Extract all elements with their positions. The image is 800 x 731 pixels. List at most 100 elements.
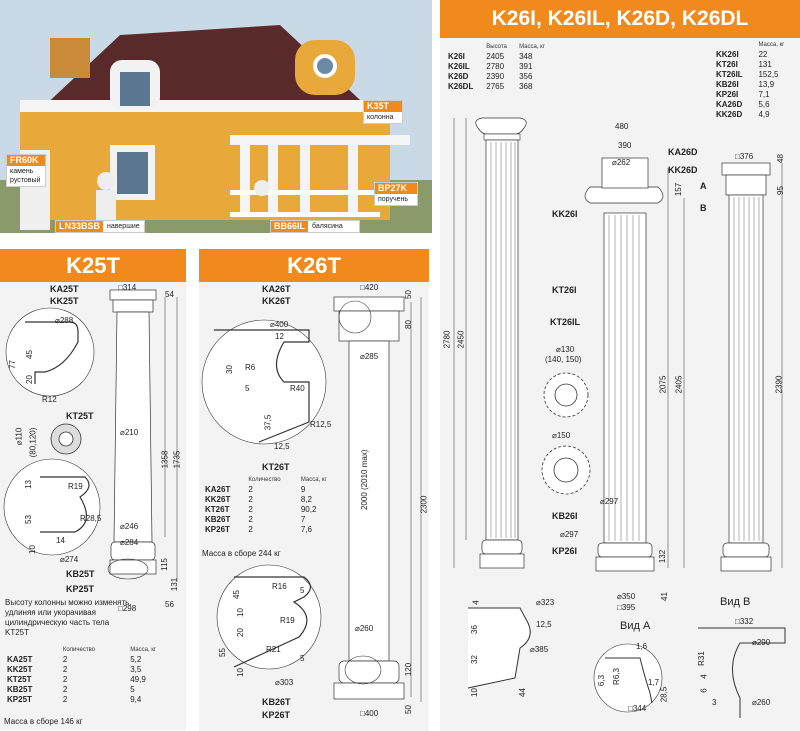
k26i-dim: 32 bbox=[469, 655, 479, 664]
k26i-dim: 2780 bbox=[442, 330, 452, 349]
k25t-dim: ⌀274 bbox=[60, 555, 79, 564]
k26i-dim: ⌀323 bbox=[536, 598, 555, 607]
k26i-dim: 2405 bbox=[674, 375, 684, 394]
k26i-label-view-b: Вид В bbox=[720, 596, 751, 608]
k26t-dim: 12,5 bbox=[274, 442, 290, 451]
k25t-dim: ⌀210 bbox=[120, 428, 139, 437]
k26t-dim: 5 bbox=[245, 384, 250, 393]
k26i-dim: 95 bbox=[775, 186, 785, 195]
k26i-dim: 132 bbox=[658, 549, 668, 564]
k25t-dim: 53 bbox=[23, 515, 33, 524]
k25t-dim: 10 bbox=[27, 545, 37, 554]
k26t-dim: R12,5 bbox=[310, 420, 332, 429]
k26t-dim: 2300 bbox=[419, 495, 429, 514]
k26t-dim: R21 bbox=[266, 645, 281, 654]
k26i-label-b: B bbox=[700, 203, 707, 213]
k26i-title: K26I, K26IL, K26D, K26DL bbox=[440, 0, 800, 38]
k26i-dim: 44 bbox=[517, 688, 527, 697]
k26t-dim: 120 bbox=[404, 662, 414, 677]
k26i-dim: 1,6 bbox=[636, 642, 648, 651]
k26i-dim: ⌀385 bbox=[530, 645, 549, 654]
k26i-dim: 41 bbox=[659, 592, 669, 601]
k26i-label-view-a: Вид А bbox=[620, 620, 651, 632]
k25t-dim: 56 bbox=[165, 600, 174, 609]
k26t-dim: ⌀400 bbox=[270, 320, 289, 329]
k26t-dim: 50 bbox=[403, 290, 413, 299]
k25t-dim: R19 bbox=[68, 482, 83, 491]
k26t-dim: 2000 (2010 max) bbox=[360, 449, 369, 510]
k26i-dim: □395 bbox=[617, 603, 636, 612]
k25t-title: K25T bbox=[0, 249, 186, 282]
k26i-dim: ⌀290 bbox=[752, 638, 771, 647]
k25t-part-kb: KB25T bbox=[66, 569, 95, 579]
k26t-drawing bbox=[201, 296, 422, 702]
k26i-dim: ⌀262 bbox=[612, 158, 631, 167]
k26i-dim: 6 bbox=[699, 688, 709, 693]
k26i-label-kp26i: KP26I bbox=[552, 546, 578, 556]
k26i-dim: 36 bbox=[469, 625, 479, 634]
k26t-dim: 55 bbox=[217, 648, 227, 657]
k26i-dim: ⌀297 bbox=[600, 497, 619, 506]
k26t-title: K26T bbox=[199, 249, 429, 282]
k26t-dim: 10 bbox=[235, 668, 245, 677]
k25t-dim: 115 bbox=[159, 558, 169, 571]
k26t-dim: ⌀285 bbox=[360, 352, 379, 361]
k25t-dim: 1735 bbox=[172, 450, 182, 469]
k26t-part-kp: KP26T bbox=[262, 710, 291, 720]
k25t-part-kp: KP25T bbox=[66, 584, 95, 594]
k25t-total: Масса в сборе 146 кг bbox=[4, 717, 83, 726]
k26i-dim: 157 bbox=[674, 182, 684, 197]
k26t-dim: □400 bbox=[360, 709, 379, 718]
k26i-dim: 480 bbox=[615, 122, 629, 131]
k25t-dim: ⌀246 bbox=[120, 522, 139, 531]
k26i-label-kk26i: KK26I bbox=[552, 209, 578, 219]
k26i-dim: ⌀150 bbox=[552, 431, 571, 440]
k25t-dim: (80,120) bbox=[28, 427, 38, 458]
k26i-dim: 28,5 bbox=[659, 686, 669, 703]
k26i-dim: ⌀130 bbox=[556, 345, 575, 354]
k26t-dim: 30 bbox=[224, 365, 234, 374]
k26i-dim: (140, 150) bbox=[545, 355, 582, 364]
k26t-dim: 50 bbox=[403, 705, 413, 714]
k26i-drawing bbox=[453, 117, 786, 718]
k25t-dim: 13 bbox=[23, 480, 33, 489]
k26i-dim: 2075 bbox=[658, 375, 668, 394]
k26t-dim: R40 bbox=[290, 384, 305, 393]
k25t-dim: 131 bbox=[170, 577, 180, 592]
k26t-dim: 45 bbox=[231, 590, 241, 599]
k25t-note: Высоту колонны можно изменять, удлиняя и… bbox=[5, 598, 132, 637]
k26i-dim: □332 bbox=[735, 617, 754, 626]
k25t-dim: □298 bbox=[118, 604, 137, 613]
k26t-dim: R6 bbox=[245, 363, 256, 372]
k26i-dim: 6,3 bbox=[597, 674, 607, 687]
k26i-dim: ⌀297 bbox=[560, 530, 579, 539]
k26t-dim: R19 bbox=[280, 616, 295, 625]
k26t-total: Масса в сборе 244 кг bbox=[202, 549, 281, 558]
k26i-label-kt26il: KT26IL bbox=[550, 317, 581, 327]
k25t-part-kk: KK25T bbox=[50, 296, 79, 306]
k26t-dim: 12 bbox=[275, 332, 284, 341]
k26i-dim: □344 bbox=[628, 704, 647, 713]
k25t-dim: 77 bbox=[7, 360, 17, 369]
k26i-dim: 48 bbox=[775, 154, 785, 163]
